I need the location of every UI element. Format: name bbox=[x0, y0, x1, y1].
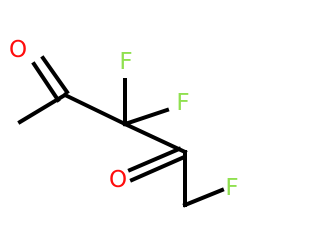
bond-c5-f bbox=[182, 187, 225, 208]
bond-c2-o-double-b bbox=[31, 61, 61, 103]
atom-label-oxygen-top: O bbox=[9, 37, 27, 63]
atom-labels: O F F O F bbox=[9, 37, 239, 201]
molecule-structure: O F F O F bbox=[9, 37, 239, 208]
bond-c3-c4 bbox=[122, 121, 188, 155]
bonds bbox=[17, 55, 225, 208]
atom-label-fluorine-mid: F bbox=[176, 90, 189, 116]
atom-label-fluorine-top: F bbox=[119, 49, 132, 75]
bond-c2-c3 bbox=[62, 92, 128, 127]
bond-c4-o-double-a bbox=[129, 155, 185, 183]
atom-label-oxygen-bottom: O bbox=[109, 167, 127, 193]
atom-label-fluorine-right: F bbox=[225, 175, 238, 201]
bond-c3-f-mid bbox=[122, 107, 170, 127]
bond-c4-o-double-b bbox=[127, 146, 182, 173]
bond-c2-o-double-a bbox=[40, 55, 70, 95]
